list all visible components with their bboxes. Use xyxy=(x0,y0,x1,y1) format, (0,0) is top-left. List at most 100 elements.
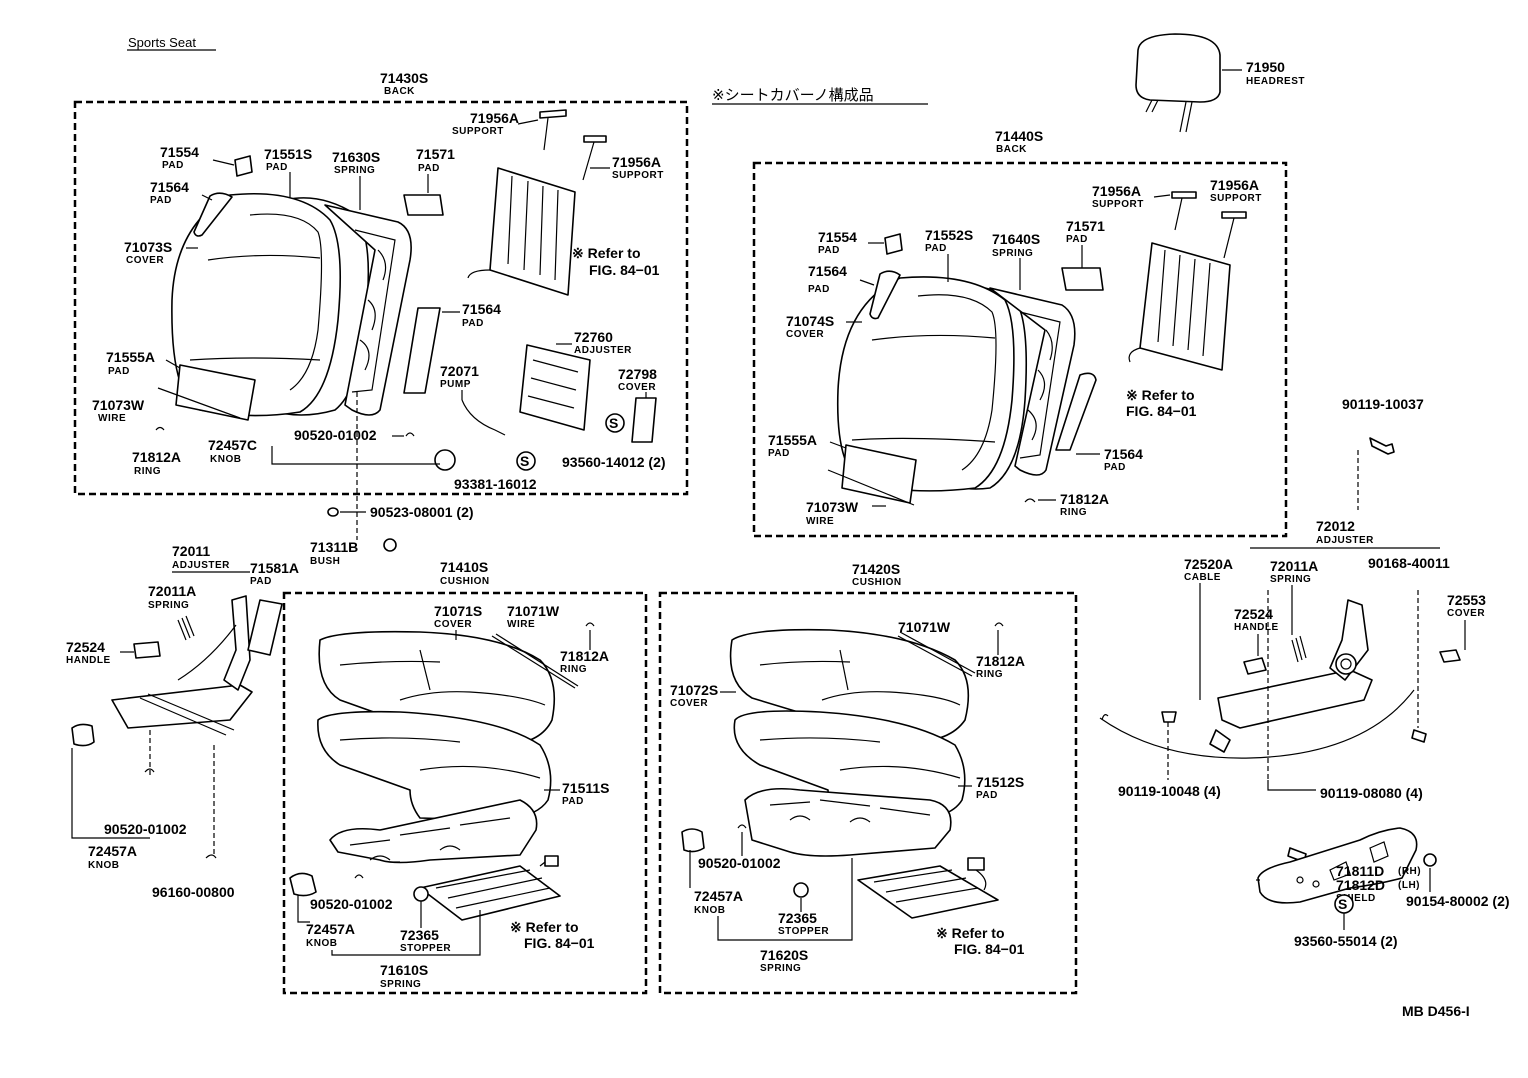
back-right-no: 71440S xyxy=(995,128,1043,144)
label-72457c-no: 72457C xyxy=(208,437,257,453)
headrest-drawing xyxy=(1135,33,1221,133)
refer-note-c1: ※ Refer to xyxy=(510,919,579,935)
label-71511s-no: 71511S xyxy=(562,780,610,796)
label-72524-l-no: 72524 xyxy=(66,639,105,655)
label-71811d-suffix: (RH) xyxy=(1398,866,1421,877)
label-71554-r-name: PAD xyxy=(818,245,840,256)
seat-cover-note: ※シートカバーノ構成品 xyxy=(712,86,874,104)
label-72071-name: PUMP xyxy=(440,379,471,390)
label-72520a-name: CABLE xyxy=(1184,572,1221,583)
label-71956a-l2-name: SUPPORT xyxy=(612,170,664,181)
label-72011-name: ADJUSTER xyxy=(172,560,230,571)
label-72553-name: COVER xyxy=(1447,608,1485,619)
label-71552s-name: PAD xyxy=(925,243,947,254)
label-72524-r-name: HANDLE xyxy=(1234,622,1279,633)
refer-note-r: ※ Refer to xyxy=(1126,387,1195,403)
label-71812a-c2-no: 71812A xyxy=(976,653,1025,669)
label-72798-name: COVER xyxy=(618,382,656,393)
label-90523-no: 90523-08001 (2) xyxy=(370,504,474,520)
label-72011a-l-no: 72011A xyxy=(148,583,196,599)
label-72457a-l-name: KNOB xyxy=(88,860,119,871)
footer-code: MB D456-I xyxy=(1402,1003,1470,1019)
refer-fig-l: FIG. 84−01 xyxy=(589,262,660,278)
diagram-title: Sports Seat xyxy=(128,35,196,50)
label-71074s-no: 71074S xyxy=(786,313,834,329)
label-71956a-l1-name: SUPPORT xyxy=(452,126,504,137)
label-71812a-r-name: RING xyxy=(1060,507,1087,518)
label-72457a-c2-name: KNOB xyxy=(694,905,725,916)
label-72457c-name: KNOB xyxy=(210,454,241,465)
label-71640s-name: SPRING xyxy=(992,248,1033,259)
label-71564-r-name: PAD xyxy=(808,284,830,295)
cushion-left-name: CUSHION xyxy=(440,576,490,587)
cushion-right-drawing xyxy=(681,622,1004,919)
label-71811d-no: 71811D xyxy=(1336,863,1384,879)
refer-fig-r: FIG. 84−01 xyxy=(1126,403,1197,419)
label-72071-no: 72071 xyxy=(440,363,479,379)
label-71564-l2-name: PAD xyxy=(462,318,484,329)
label-71555a-l-name: PAD xyxy=(108,366,130,377)
label-71812a-c1-name: RING xyxy=(560,664,587,675)
label-90520-c2-no: 90520-01002 xyxy=(698,855,781,871)
label-71512s-name: PAD xyxy=(976,790,998,801)
label-71074s-name: COVER xyxy=(786,329,824,340)
label-71071w-r-no: 71071W xyxy=(898,619,951,635)
label-71812a-r-no: 71812A xyxy=(1060,491,1109,507)
label-71620s-no: 71620S xyxy=(760,947,808,963)
shield-drawing xyxy=(1257,827,1437,904)
label-71071s-name: COVER xyxy=(434,619,472,630)
label-71571-l-no: 71571 xyxy=(416,146,455,162)
label-71564-r-no: 71564 xyxy=(808,263,847,279)
label-71812a-l-no: 71812A xyxy=(132,449,181,465)
refer-note-l: ※ Refer to xyxy=(572,245,641,261)
label-71564-l-name: PAD xyxy=(150,195,172,206)
label-72365-c2-no: 72365 xyxy=(778,910,817,926)
label-71630s-name: SPRING xyxy=(334,165,375,176)
left-adjuster-drawing xyxy=(71,595,283,859)
label-71581a-name: PAD xyxy=(250,576,272,587)
label-96160-no: 96160-00800 xyxy=(152,884,235,900)
label-72012-no: 72012 xyxy=(1316,518,1355,534)
label-72553-no: 72553 xyxy=(1447,592,1486,608)
label-71956a-r2-name: SUPPORT xyxy=(1210,193,1262,204)
label-90168-no: 90168-40011 xyxy=(1368,555,1450,571)
label-71620s-name: SPRING xyxy=(760,963,801,974)
label-71610s-no: 71610S xyxy=(380,962,428,978)
label-71956a-r1-name: SUPPORT xyxy=(1092,199,1144,210)
label-71956a-l2-no: 71956A xyxy=(612,154,661,170)
label-71571-r-no: 71571 xyxy=(1066,218,1105,234)
label-71071w-l-name: WIRE xyxy=(507,619,535,630)
back-left-group-box xyxy=(73,100,689,496)
label-71812d-no: 71812D xyxy=(1336,877,1385,893)
s-symbol-1: S xyxy=(520,453,529,469)
label-71511s-name: PAD xyxy=(562,796,584,807)
refer-note-c2: ※ Refer to xyxy=(936,925,1005,941)
cushion-left-drawing xyxy=(289,622,595,921)
label-72760-name: ADJUSTER xyxy=(574,345,632,356)
refer-fig-c1: FIG. 84−01 xyxy=(524,935,595,951)
cushion-right-name: CUSHION xyxy=(852,577,902,588)
label-72760-no: 72760 xyxy=(574,329,613,345)
cushion-right-no: 71420S xyxy=(852,561,900,577)
label-71564-l-no: 71564 xyxy=(150,179,189,195)
label-71072s-no: 71072S xyxy=(670,682,718,698)
label-71551s-no: 71551S xyxy=(264,146,312,162)
label-72012-name: ADJUSTER xyxy=(1316,535,1374,546)
label-71551s-name: PAD xyxy=(266,162,288,173)
label-71073w-r-no: 71073W xyxy=(806,499,859,515)
label-71571-r-name: PAD xyxy=(1066,234,1088,245)
label-71630s-no: 71630S xyxy=(332,149,380,165)
label-71071s-no: 71071S xyxy=(434,603,482,619)
label-72798-no: 72798 xyxy=(618,366,657,382)
label-71073w-l-no: 71073W xyxy=(92,397,145,413)
label-71564-l2-no: 71564 xyxy=(462,301,501,317)
label-72011a-l-name: SPRING xyxy=(148,600,189,611)
label-71812a-c2-name: RING xyxy=(976,669,1003,680)
label-72365-c2-name: STOPPER xyxy=(778,926,829,937)
label-71581a-no: 71581A xyxy=(250,560,299,576)
label-72457a-c2-no: 72457A xyxy=(694,888,743,904)
label-71071w-l-no: 71071W xyxy=(507,603,560,619)
label-72365-c1-name: STOPPER xyxy=(400,943,451,954)
label-71610s-name: SPRING xyxy=(380,979,421,990)
